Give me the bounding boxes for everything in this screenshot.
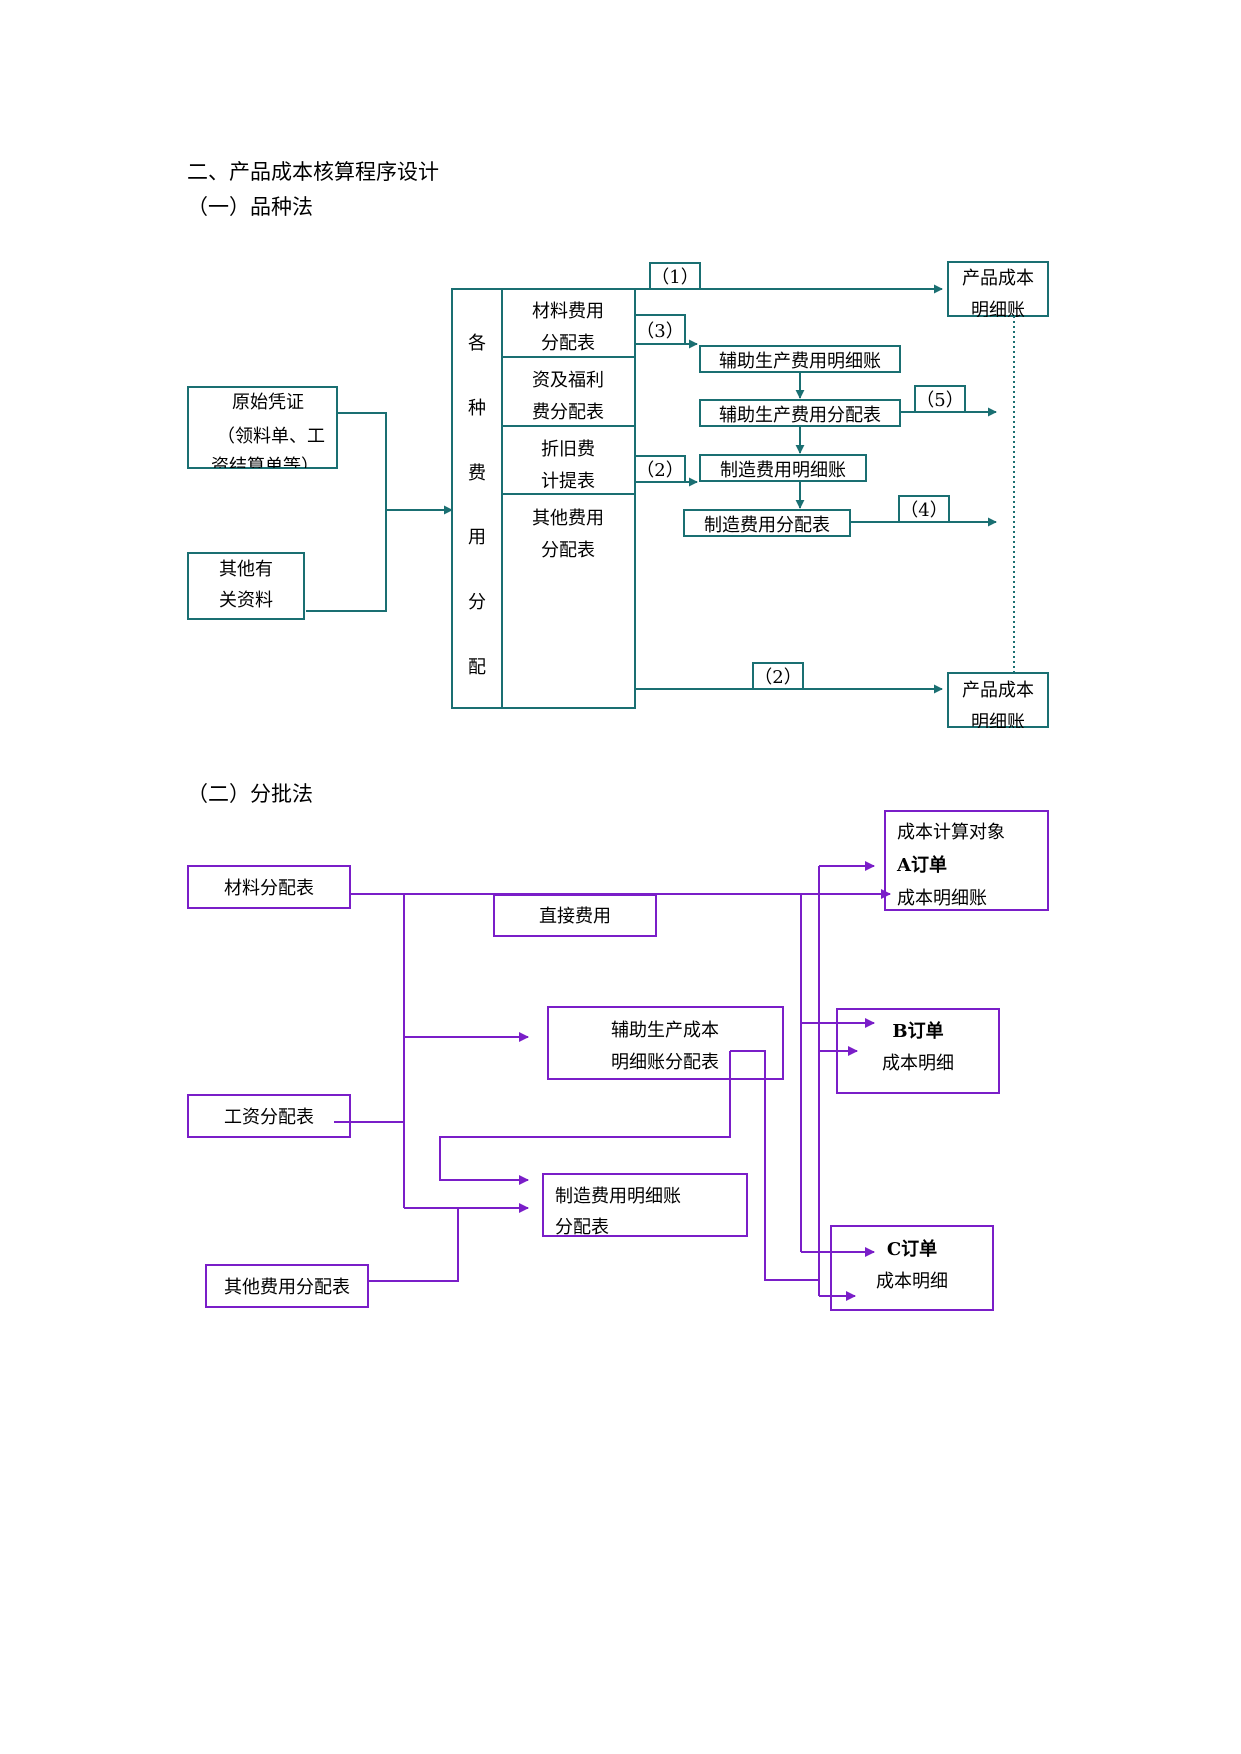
- svg-text:（1）: （1）: [651, 267, 698, 288]
- other-material-line1: 其他有: [219, 559, 273, 580]
- aux-cost-box: 辅助生产成本 明细账分配表: [547, 1006, 784, 1080]
- svg-text:产品成本: 产品成本: [962, 680, 1034, 701]
- step-label-2b: （2）: [752, 662, 804, 690]
- mfg-ledger-box: 制造费用明细账: [699, 454, 867, 482]
- direct-cost-box: 直接费用: [493, 894, 657, 937]
- svg-text:制造费用明细账: 制造费用明细账: [720, 460, 846, 481]
- product-ledger-bottom: 产品成本 明细账: [947, 672, 1049, 733]
- aux-cost-out-connector: [730, 1050, 819, 1281]
- svg-text:C订单: C订单: [887, 1238, 937, 1260]
- svg-text:辅助生产费用明细账: 辅助生产费用明细账: [719, 351, 881, 372]
- other-material-line2: 关资料: [219, 590, 273, 611]
- svg-text:用: 用: [468, 527, 486, 548]
- material-table-line1: 材料费用: [532, 301, 604, 322]
- allocation-column-label: 各 种 费 用 分 配: [468, 333, 486, 678]
- source-voucher-box: 原始凭证 （领料单、工 资结算单等）: [187, 386, 338, 477]
- svg-text:明细账分配表: 明细账分配表: [611, 1052, 719, 1073]
- svg-text:配: 配: [468, 657, 486, 678]
- source-voucher-line2: （领料单、工: [217, 426, 325, 447]
- step-label-4: （4）: [898, 495, 950, 523]
- depreciation-table-line2: 计提表: [541, 471, 595, 492]
- svg-text:辅助生产成本: 辅助生产成本: [611, 1020, 719, 1041]
- svg-text:成本计算对象: 成本计算对象: [897, 822, 1005, 843]
- svg-text:成本明细: 成本明细: [882, 1053, 954, 1074]
- svg-text:工资分配表: 工资分配表: [224, 1107, 314, 1128]
- svg-text:产品成本: 产品成本: [962, 268, 1034, 289]
- svg-text:（2）: （2）: [754, 667, 801, 688]
- order-c-box: C订单 成本明细: [830, 1225, 994, 1311]
- step-label-3: （3）: [634, 314, 686, 345]
- svg-text:B订单: B订单: [892, 1020, 943, 1042]
- product-ledger-top: 产品成本 明细账: [947, 261, 1049, 321]
- svg-text:辅助生产费用分配表: 辅助生产费用分配表: [719, 405, 881, 426]
- section-title: 二、产品成本核算程序设计: [187, 160, 439, 184]
- svg-text:制造费用明细账: 制造费用明细账: [555, 1186, 681, 1207]
- step-label-1: （1）: [649, 262, 701, 290]
- source-voucher-line3: 资结算单等）: [211, 456, 319, 477]
- material-alloc-box: 材料分配表: [187, 865, 351, 909]
- svg-text:明细账: 明细账: [971, 712, 1025, 733]
- svg-text:直接费用: 直接费用: [539, 906, 611, 927]
- svg-text:各: 各: [468, 333, 486, 354]
- svg-text:成本明细账: 成本明细账: [897, 888, 987, 909]
- wage-alloc-box: 工资分配表: [187, 1094, 351, 1138]
- other-material-connector: [306, 510, 387, 612]
- svg-text:制造费用分配表: 制造费用分配表: [704, 515, 830, 536]
- allocation-column: [451, 288, 636, 709]
- svg-text:（4）: （4）: [900, 500, 947, 521]
- other-material-box: 其他有 关资料: [187, 552, 305, 620]
- order-b-box: B订单 成本明细: [836, 1008, 1000, 1094]
- svg-text:成本明细: 成本明细: [876, 1271, 948, 1292]
- mfg-cost-box: 制造费用明细账 分配表: [542, 1173, 748, 1238]
- svg-text:（2）: （2）: [636, 460, 683, 481]
- other-table-line1: 其他费用: [532, 508, 604, 529]
- diagram-batch-method: 材料分配表 工资分配表 其他费用分配表 直接费用 辅助生产成本 明细账分配表 制…: [187, 810, 1049, 1311]
- svg-text:A订单: A订单: [896, 854, 947, 876]
- other-table-line2: 分配表: [541, 540, 595, 561]
- aux-to-mfg-connector: [439, 1051, 731, 1185]
- source-voucher-line1: 原始凭证: [232, 392, 304, 413]
- voucher-connector: [337, 412, 387, 510]
- svg-text:其他费用分配表: 其他费用分配表: [224, 1277, 350, 1298]
- method2-title: （二）分批法: [187, 782, 313, 806]
- svg-text:种: 种: [468, 398, 486, 419]
- step-label-5: （5）: [914, 385, 966, 413]
- step-label-2a: （2）: [634, 455, 686, 483]
- wages-table-line1: 资及福利: [532, 370, 604, 391]
- svg-text:（3）: （3）: [636, 321, 683, 342]
- svg-text:分: 分: [468, 592, 486, 613]
- other-alloc-connector: [368, 1208, 459, 1282]
- svg-text:材料分配表: 材料分配表: [224, 878, 314, 899]
- svg-text:费: 费: [468, 463, 486, 484]
- depreciation-table-line1: 折旧费: [541, 439, 595, 460]
- diagram-variety-method: 原始凭证 （领料单、工 资结算单等） 其他有 关资料 各 种 费 用 分 配: [187, 261, 1049, 733]
- order-a-box: 成本计算对象 A订单 成本明细账: [884, 810, 1049, 911]
- material-table-line2: 分配表: [541, 333, 595, 354]
- aux-alloc-box: 辅助生产费用分配表: [699, 399, 901, 427]
- svg-text:（5）: （5）: [916, 390, 963, 411]
- method1-title: （一）品种法: [187, 195, 313, 219]
- aux-ledger-box: 辅助生产费用明细账: [699, 345, 901, 373]
- other-alloc-box: 其他费用分配表: [205, 1264, 369, 1308]
- mfg-alloc-box: 制造费用分配表: [683, 509, 851, 537]
- wages-table-line2: 费分配表: [532, 402, 604, 423]
- svg-text:分配表: 分配表: [555, 1217, 609, 1238]
- svg-text:明细账: 明细账: [971, 300, 1025, 321]
